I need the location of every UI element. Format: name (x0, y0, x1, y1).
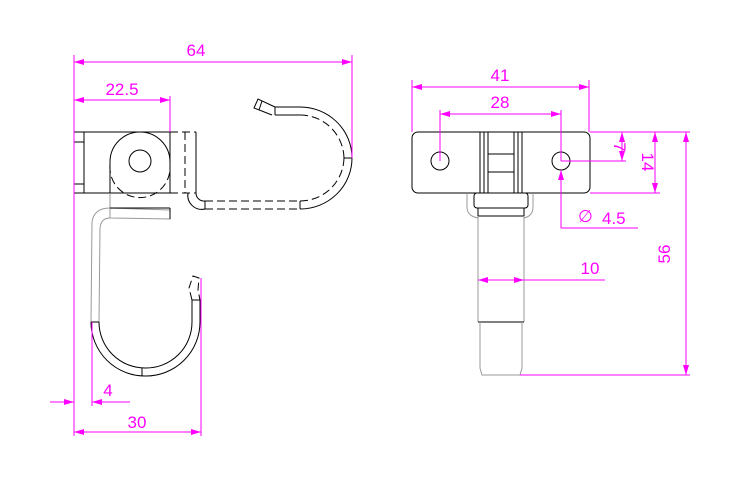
dim-hole-diameter: 4.5 (602, 209, 626, 228)
diameter-symbol: ∅ (578, 207, 593, 226)
side-view: 64 22.5 4 30 (50, 41, 353, 436)
mounting-plate (411, 131, 591, 194)
dim-hole-offset: 7 (610, 142, 629, 151)
dim-plate-width: 41 (491, 66, 510, 85)
hinge-hole (128, 149, 152, 173)
dim-wire-thickness: 4 (103, 381, 112, 400)
front-view: 41 28 7 14 56 ∅ 4.5 10 (411, 66, 690, 376)
dim-overall-height: 56 (655, 245, 674, 264)
dim-overall-width: 64 (187, 41, 206, 60)
hook-shaft (466, 192, 534, 376)
upper-hook (187, 98, 353, 210)
mounting-block (73, 131, 197, 199)
dim-hole-spacing: 28 (491, 93, 510, 112)
dim-hook-width: 30 (128, 413, 147, 432)
dim-plate-height: 14 (638, 153, 657, 172)
side-dimensions: 64 22.5 4 30 (50, 41, 353, 436)
lower-hook (90, 193, 201, 377)
dim-shaft-width: 10 (581, 259, 600, 278)
dim-hinge-offset: 22.5 (105, 80, 138, 99)
front-dimensions: 41 28 7 14 56 ∅ 4.5 10 (411, 66, 690, 376)
